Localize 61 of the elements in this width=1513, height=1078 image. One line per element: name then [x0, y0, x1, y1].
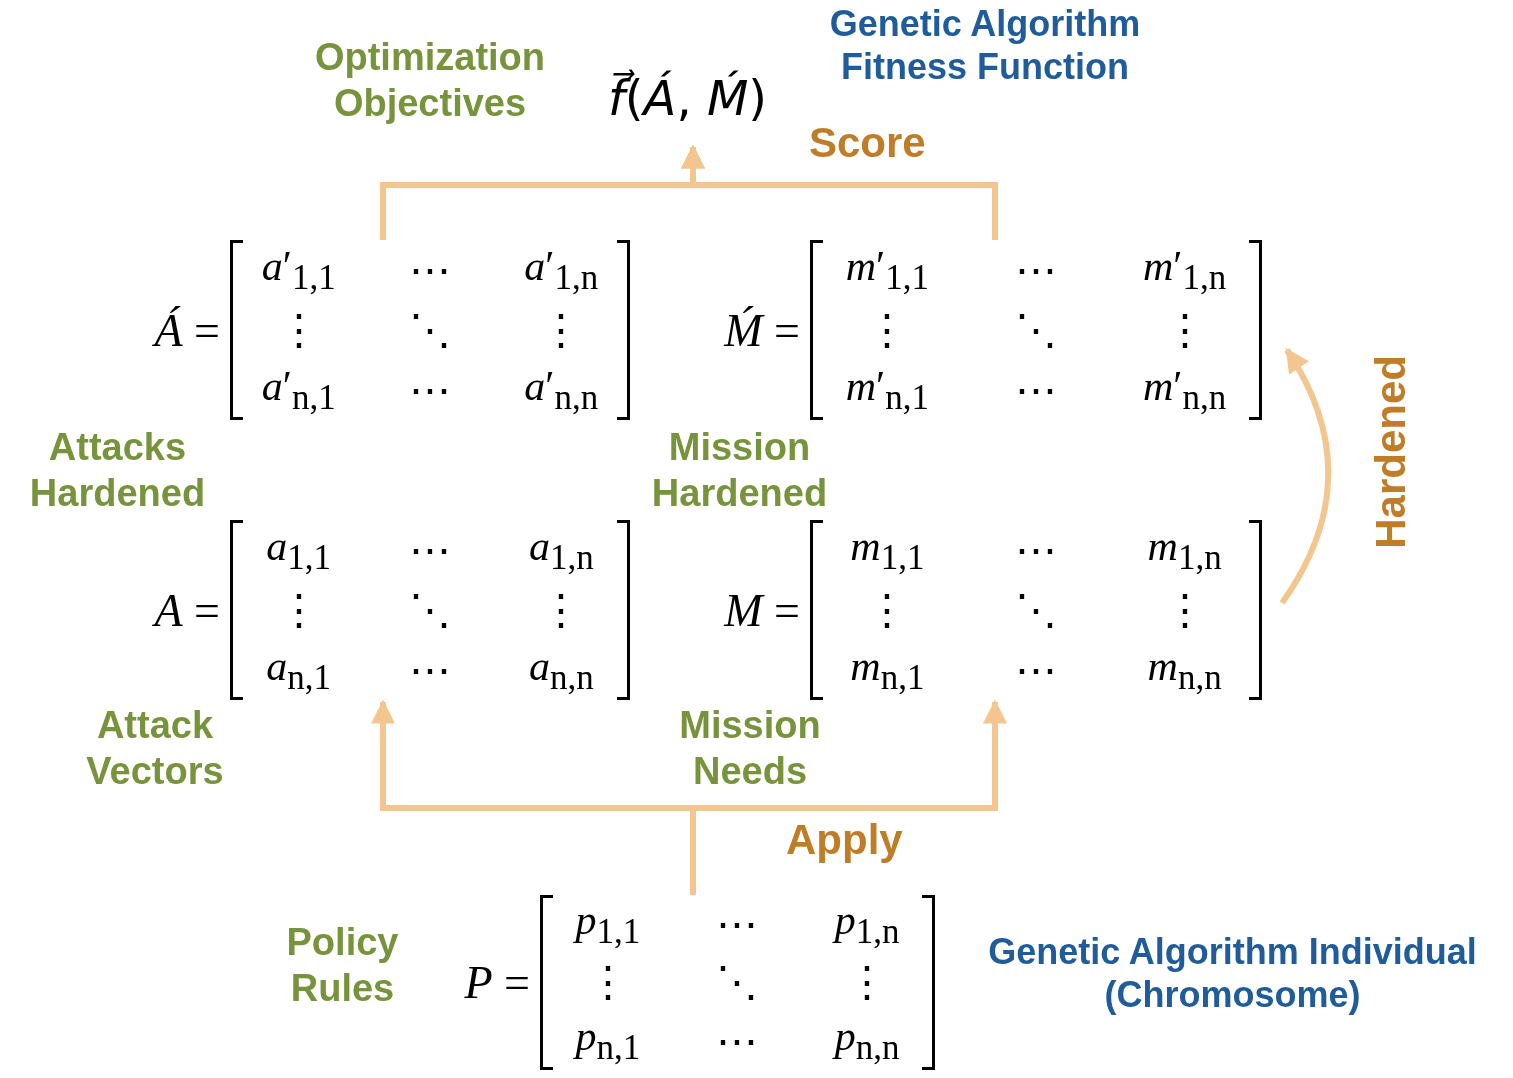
matrix-entry: ⋱	[1015, 586, 1057, 634]
matrix-entry: ⋱	[409, 306, 451, 354]
matrix-entry: ⋯	[409, 366, 451, 414]
matrix-entry: ⋮	[866, 586, 909, 634]
matrix-entry: ⋱	[1015, 306, 1057, 354]
matrix-entry: ⋮	[586, 959, 629, 1006]
matrix-entry: p$_{1,n}$	[834, 896, 900, 952]
matrix-entry: ⋯	[409, 646, 451, 694]
matrix-entry: a′$_{1,1}$	[261, 242, 336, 298]
matrix-entry: a′$_{n,1}$	[261, 362, 336, 418]
matrix-name: P =	[463, 956, 531, 1009]
caption-text: Policy Rules	[285, 920, 400, 1011]
matrix-entry: a$_{n,1}$	[266, 642, 332, 698]
matrix-name: M =	[722, 583, 801, 637]
caption-text: Mission Hardened	[650, 425, 829, 516]
matrix-entry: a$_{1,1}$	[266, 522, 332, 578]
matrix-entry: ⋮	[1163, 306, 1206, 354]
matrix-entry: ⋯	[409, 526, 451, 574]
matrix-entry: m′$_{n,n}$	[1143, 362, 1227, 418]
matrix-entry: ⋱	[716, 959, 759, 1006]
matrix-entry: ⋮	[866, 306, 909, 354]
formula-text: f⃗(Á, Ḿ)	[607, 69, 768, 126]
matrix-entry: ⋮	[540, 306, 583, 354]
matrix-name: Ḿ =	[722, 303, 801, 357]
matrix-entry: ⋮	[540, 586, 583, 634]
matrix-entry: a$_{n,n}$	[528, 642, 594, 698]
matrix-entry: m$_{n,1}$	[850, 642, 925, 698]
caption-text: Genetic Algorithm Fitness Function	[828, 2, 1142, 89]
matrix-entry: ⋯	[716, 1017, 759, 1064]
matrix-entry: ⋱	[409, 586, 451, 634]
caption-text: Genetic Algorithm Individual (Chromosome)	[987, 930, 1478, 1017]
matrix-entry: m′$_{1,1}$	[845, 242, 929, 298]
matrix-entry: ⋯	[1015, 246, 1057, 294]
arrow	[1279, 347, 1332, 605]
caption-text: Mission Needs	[678, 703, 822, 794]
matrix-entry: m′$_{n,1}$	[845, 362, 929, 418]
matrix-name: Á =	[151, 303, 221, 357]
matrix-entry: p$_{n,1}$	[575, 1013, 641, 1069]
matrix-entry: ⋮	[1163, 586, 1206, 634]
matrix-entry: ⋮	[277, 586, 320, 634]
matrix-entry: ⋯	[1015, 526, 1057, 574]
matrix-entry: a′$_{n,n}$	[524, 362, 599, 418]
matrix-entry: m$_{1,1}$	[850, 522, 925, 578]
matrix-entry: ⋯	[716, 901, 759, 948]
matrix-entry: p$_{1,1}$	[575, 896, 641, 952]
caption-text: Optimization Objectives	[313, 35, 547, 126]
matrix-entry: a$_{1,n}$	[528, 522, 594, 578]
matrix-entry: ⋯	[1015, 366, 1057, 414]
matrix-entry: a′$_{1,n}$	[524, 242, 599, 298]
matrix-entry: p$_{n,n}$	[834, 1013, 900, 1069]
caption-text: Attacks Hardened	[28, 425, 207, 516]
arrow	[681, 144, 998, 240]
matrix-entry: ⋯	[409, 246, 451, 294]
matrix-entry: m′$_{1,n}$	[1143, 242, 1227, 298]
matrix-entry: ⋮	[846, 959, 889, 1006]
matrix-entry: m$_{n,n}$	[1147, 642, 1222, 698]
matrix-entry: m$_{1,n}$	[1147, 522, 1222, 578]
matrix-entry: ⋯	[1015, 646, 1057, 694]
matrix-name: A =	[151, 583, 221, 637]
matrix-entry: ⋮	[277, 306, 320, 354]
caption-text: Attack Vectors	[85, 703, 225, 794]
